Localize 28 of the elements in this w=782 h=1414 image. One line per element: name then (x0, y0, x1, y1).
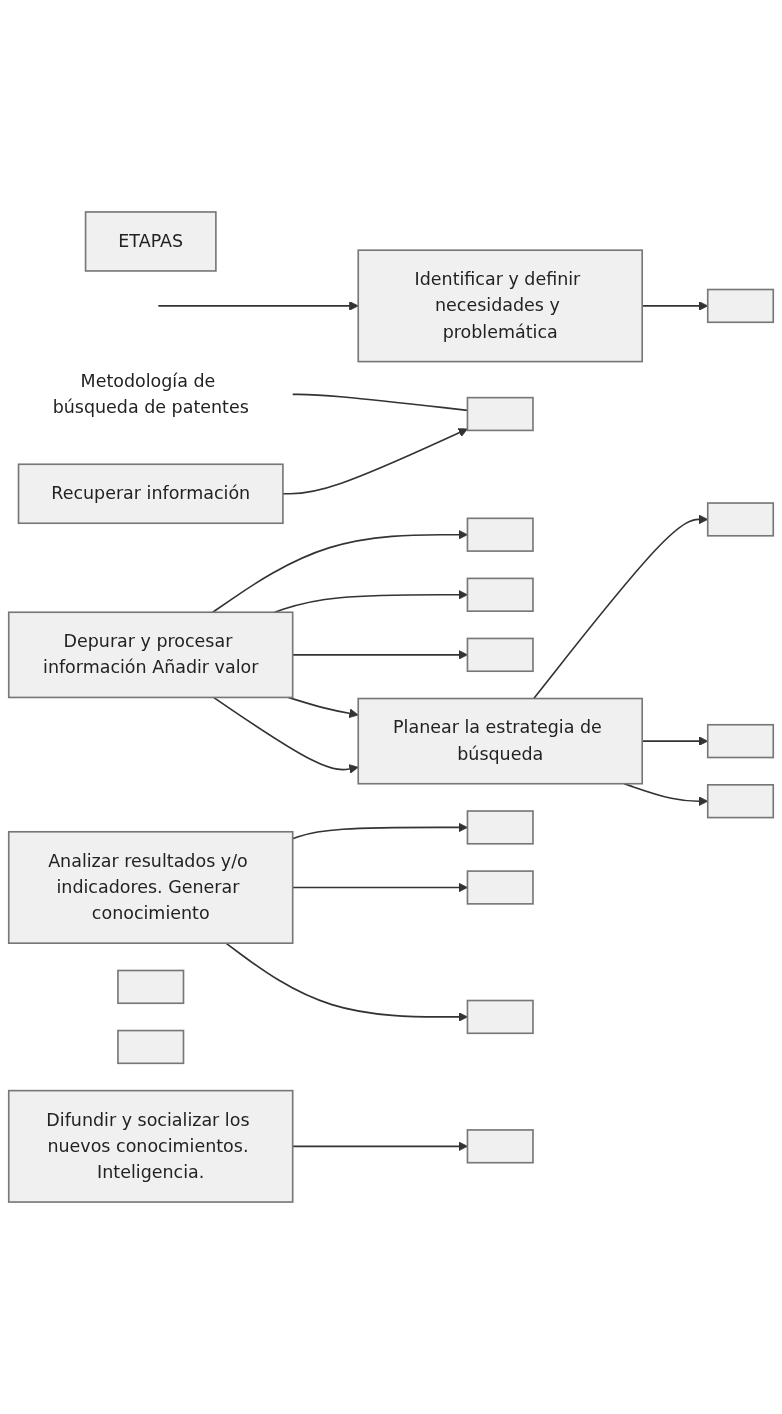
arrow (282, 428, 468, 495)
node-box: Depurar y procesar información Añadir valor (7, 611, 294, 699)
arrow (157, 301, 359, 311)
node-box: Identificar y definir necesidades y problemática (357, 249, 644, 363)
node-box (117, 1029, 185, 1065)
node-box (466, 870, 534, 905)
node-box: Difundir y socializar los nuevos conocimientos. Inteligencia. (7, 1089, 294, 1203)
node-box (706, 288, 775, 324)
arrow (212, 696, 359, 774)
arrow (225, 942, 468, 1022)
node-box (117, 969, 185, 1005)
node-box (706, 723, 775, 759)
node-box (466, 637, 534, 673)
node-box (466, 577, 534, 612)
node-box (466, 517, 534, 552)
arrow (287, 696, 359, 719)
node-box (706, 502, 775, 537)
node-box (466, 396, 534, 432)
arrow (211, 529, 468, 614)
node-box: Planear la estrategia de búsqueda (357, 697, 644, 785)
node-box: ETAPAS (84, 211, 217, 272)
node-box: Analizar resultados y/o indicadores. Generar conocimiento (7, 830, 294, 944)
node-text: Metodología de búsqueda de patentes (52, 370, 249, 418)
node-box (466, 810, 534, 845)
node-box (466, 999, 534, 1035)
node-box (706, 784, 775, 819)
node-box: Recuperar información (17, 463, 284, 525)
node-box (466, 1129, 534, 1164)
